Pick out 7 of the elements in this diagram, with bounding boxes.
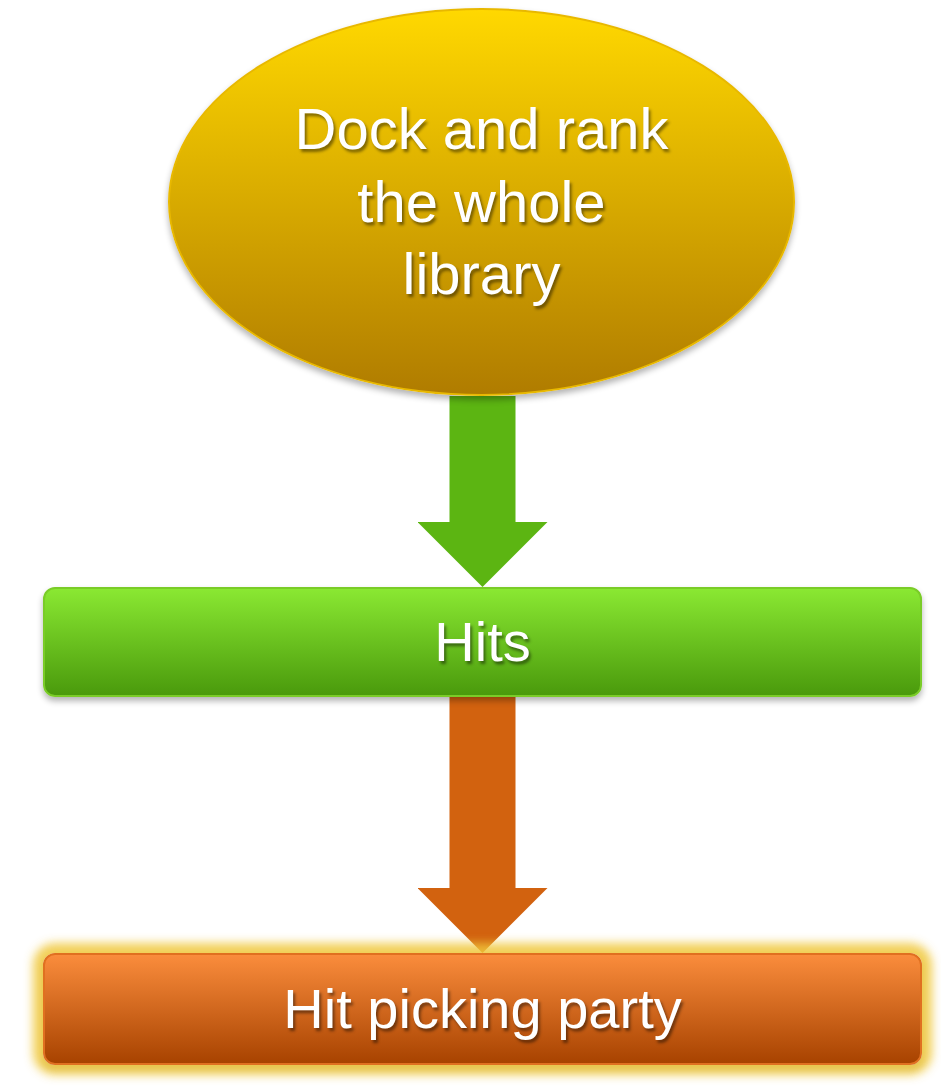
node-label: Dock and rank the whole library	[293, 95, 670, 309]
process-box	[43, 587, 922, 697]
node-label: Hits	[434, 609, 531, 675]
block-arrow	[417, 697, 548, 953]
node-label: Hit picking party	[283, 976, 682, 1042]
process-box	[43, 953, 922, 1065]
block-arrow	[417, 396, 548, 587]
